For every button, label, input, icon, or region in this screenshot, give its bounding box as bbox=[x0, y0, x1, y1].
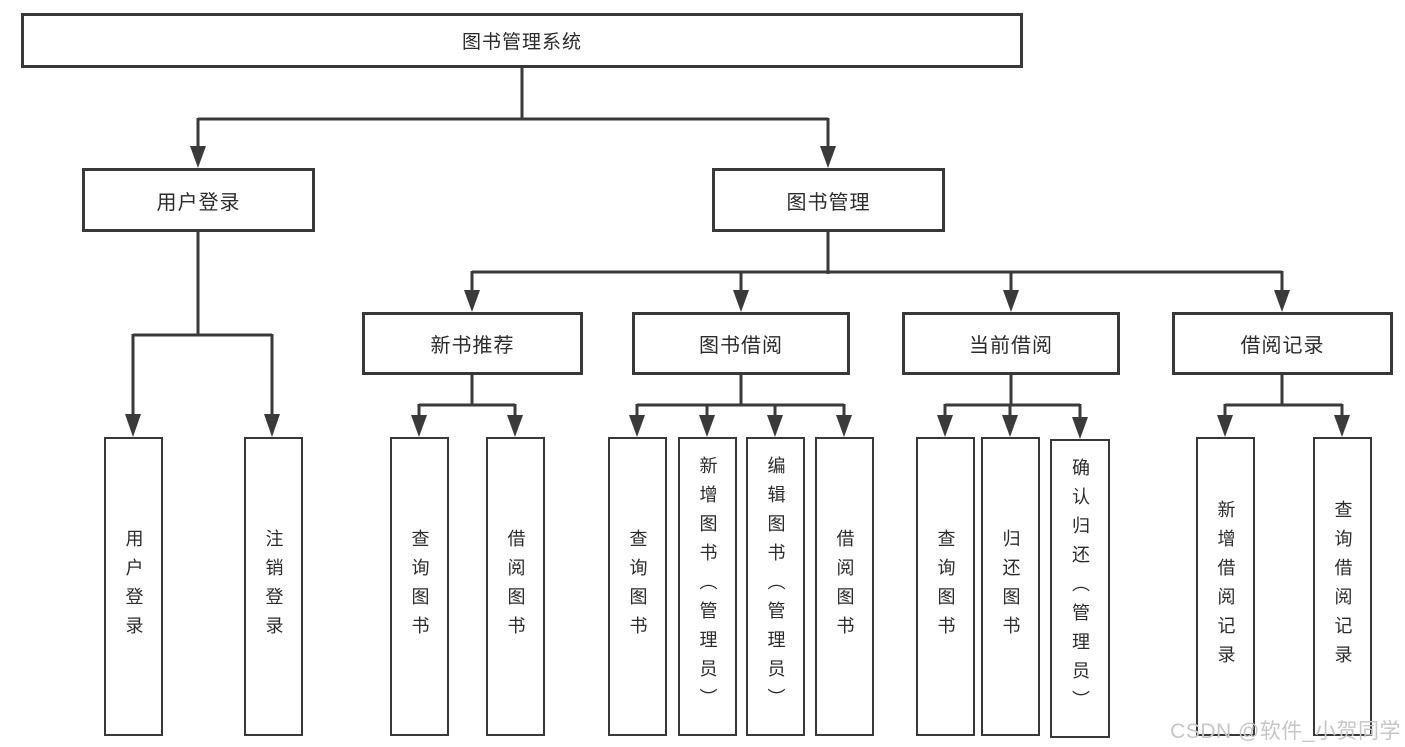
node-login: 用户登录 bbox=[104, 437, 163, 736]
node-add-book-admin: 新增图书（管理员） bbox=[678, 437, 737, 736]
node-borrow-records: 借阅记录 bbox=[1172, 312, 1393, 375]
node-root: 图书管理系统 bbox=[21, 13, 1023, 68]
node-borrow-books-recommend: 借阅图书 bbox=[486, 437, 545, 736]
node-book-borrow: 图书借阅 bbox=[632, 312, 850, 375]
node-query-books-borrow: 查询图书 bbox=[608, 437, 667, 736]
node-return-book: 归还图书 bbox=[981, 437, 1040, 736]
node-add-borrow-record: 新增借阅记录 bbox=[1196, 437, 1255, 736]
node-confirm-return-admin: 确认归还（管理员） bbox=[1050, 439, 1110, 738]
node-user-login: 用户登录 bbox=[82, 168, 315, 232]
node-borrow-books: 借阅图书 bbox=[815, 437, 874, 736]
node-logout: 注销登录 bbox=[244, 437, 303, 736]
node-query-books-current: 查询图书 bbox=[916, 437, 975, 736]
node-new-book-recommend: 新书推荐 bbox=[362, 312, 583, 375]
node-book-management: 图书管理 bbox=[712, 168, 945, 232]
node-query-books-recommend: 查询图书 bbox=[390, 437, 449, 736]
node-current-borrow: 当前借阅 bbox=[902, 312, 1120, 375]
node-query-borrow-record: 查询借阅记录 bbox=[1313, 437, 1372, 736]
node-edit-book-admin: 编辑图书（管理员） bbox=[746, 437, 805, 736]
watermark: CSDN @软件_小贺同学 bbox=[1170, 720, 1401, 743]
